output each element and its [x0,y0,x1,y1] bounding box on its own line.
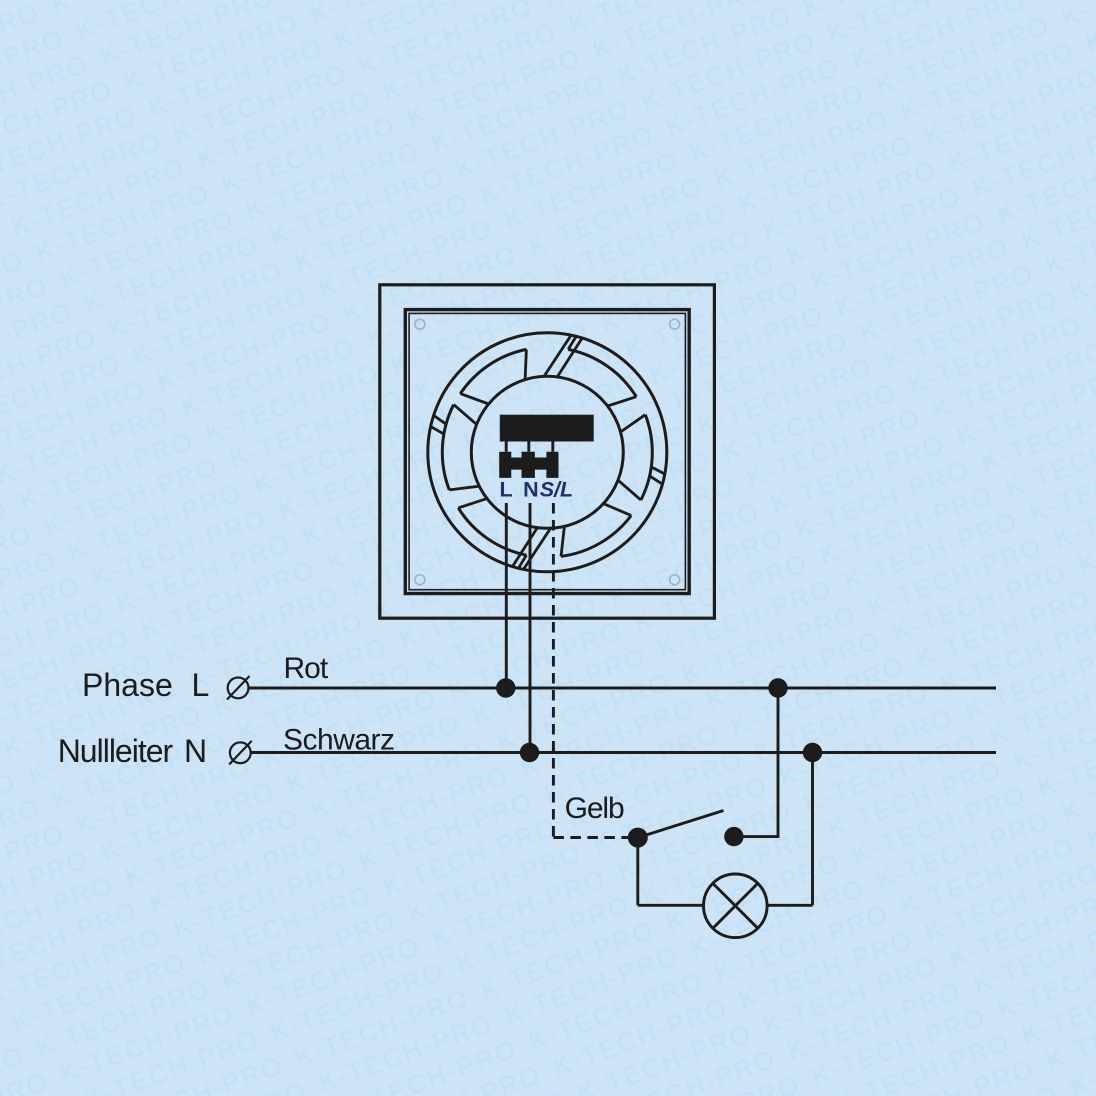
svg-text:S/L: S/L [540,478,573,502]
svg-text:N: N [523,478,539,502]
svg-text:Rot: Rot [284,652,329,685]
svg-text:Gelb: Gelb [565,792,624,825]
svg-text:L: L [192,667,210,703]
svg-text:Phase: Phase [82,667,173,703]
svg-text:L: L [500,478,513,502]
svg-text:N: N [184,733,207,769]
svg-text:Nullleiter: Nullleiter [58,733,174,769]
svg-text:Schwarz: Schwarz [283,723,395,756]
